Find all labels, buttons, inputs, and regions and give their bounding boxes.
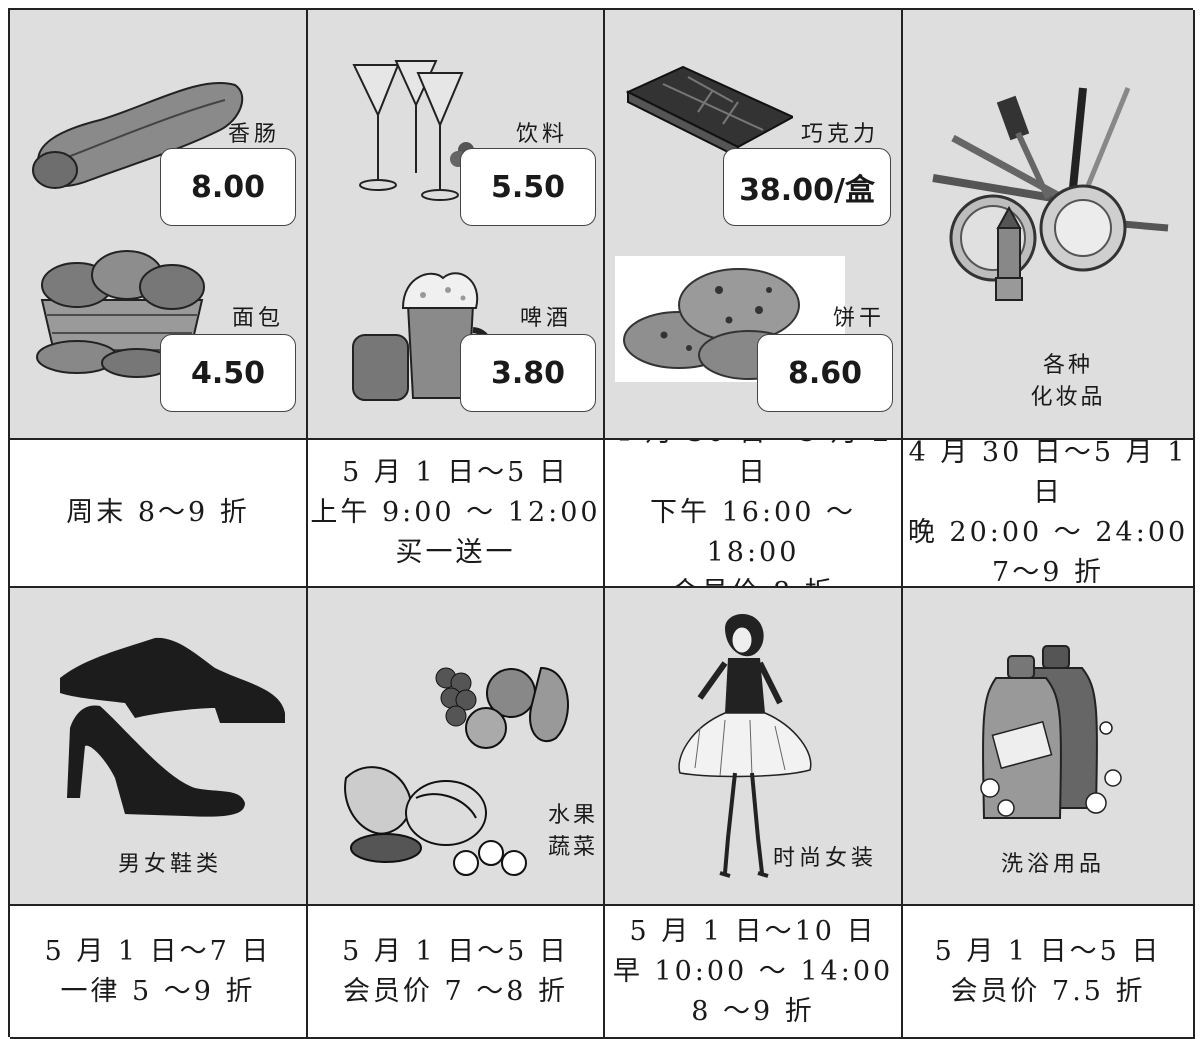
item-label-chocolate: 巧克力 — [801, 122, 880, 147]
promo-line: 5 月 1 日～5 日 — [342, 935, 569, 967]
item-label-beer: 啤酒 — [520, 306, 573, 331]
price-tag-cookie: 8.60 — [757, 334, 893, 412]
fashion-cell: 时尚女装 — [605, 588, 903, 906]
fruit-vegetables-icon — [344, 666, 569, 876]
item-label-cookie: 饼干 — [833, 306, 886, 331]
shoes-icon — [60, 637, 285, 817]
promo-line: 上午 9:00 ～ 12:00 — [310, 497, 601, 528]
promo-cell-cosmetics: 4 月 30 日～5 月 1 日 晚 20:00 ～ 24:00 7～9 折 — [903, 440, 1195, 588]
promo-cell-chocolate-cookie: 4 月 30 日～5 月 2 日 下午 16:00 ～ 18:00 会员价 8 … — [605, 440, 903, 588]
promo-line: 4 月 30 日～5 月 2 日 — [614, 440, 890, 488]
promo-line: 5 月 1 日～5 日 — [934, 935, 1162, 967]
promo-line: 一律 5 ～9 折 — [60, 975, 256, 1007]
promo-line: 会员价 8 折 — [671, 573, 834, 586]
promo-line: 5 月 1 日～10 日 — [629, 915, 877, 947]
promo-line: 买一送一 — [395, 537, 516, 568]
promo-line: 会员价 7.5 折 — [950, 975, 1146, 1007]
fruit-vegetables-label: 水果 蔬菜 — [543, 800, 603, 864]
promo-line: 下午 16:00 ～ 18:00 — [650, 497, 856, 568]
promo-line: 早 10:00 ～ 14:00 — [612, 955, 894, 987]
price-tag-beer: 3.80 — [460, 334, 596, 412]
price-tag-chocolate: 38.00/盒 — [723, 148, 891, 226]
food-cell-chocolate-cookie: 巧克力 38.00/盒 饼干 8.60 — [605, 10, 903, 440]
promo-line: 晚 20:00 ～ 24:00 — [907, 517, 1189, 548]
promo-cell-drinks-beer: 5 月 1 日～5 日 上午 9:00 ～ 12:00 买一送一 — [308, 440, 605, 588]
price-tag-sausage: 8.00 — [160, 148, 296, 226]
shoes-cell: 男女鞋类 — [10, 588, 308, 906]
fruit-label-line1: 水果 — [547, 803, 598, 828]
promo-cell-fruit-vegetables: 5 月 1 日～5 日 会员价 7 ～8 折 — [308, 906, 605, 1039]
promo-line: 会员价 7 ～8 折 — [342, 975, 569, 1007]
food-cell-drinks-beer: 饮料 5.50 啤酒 3.80 — [308, 10, 605, 440]
cosmetics-label: 各种 化妆品 — [1013, 350, 1123, 414]
sausage-icon — [32, 82, 244, 189]
cosmetics-icon — [932, 87, 1169, 301]
bread-icon — [36, 250, 205, 378]
bath-products-cell: 洗浴用品 — [903, 588, 1195, 906]
shoes-label: 男女鞋类 — [118, 852, 223, 877]
item-label-bread: 面包 — [232, 306, 285, 331]
promo-line: 5 月 1 日～5 日 — [342, 457, 569, 488]
cosmetics-cell: 各种 化妆品 — [903, 10, 1195, 440]
price-tag-bread: 4.50 — [160, 334, 296, 412]
bath-products-label: 洗浴用品 — [1001, 852, 1106, 877]
item-label-sausage: 香肠 — [228, 122, 281, 147]
promo-line: 8 ～9 折 — [691, 995, 815, 1027]
cosmetics-label-line2: 化妆品 — [1030, 385, 1106, 410]
shampoo-icon — [980, 645, 1122, 819]
promo-cell-shoes: 5 月 1 日～7 日 一律 5 ～9 折 — [10, 906, 308, 1039]
promo-line: 5 月 1 日～7 日 — [44, 935, 272, 967]
price-tag-drinks: 5.50 — [460, 148, 596, 226]
cosmetics-label-line1: 各种 — [1042, 353, 1093, 378]
fashion-woman-icon — [678, 613, 812, 878]
promo-cell-bath-products: 5 月 1 日～5 日 会员价 7.5 折 — [903, 906, 1195, 1039]
promo-line: 4 月 30 日～5 月 1 日 — [908, 440, 1188, 508]
promo-cell-sausage-bread: 周末 8～9 折 — [10, 440, 308, 588]
drink-glasses-icon — [352, 60, 476, 201]
fashion-label: 时尚女装 — [773, 846, 878, 871]
fruit-label-line2: 蔬菜 — [547, 835, 598, 860]
promo-line: 7～9 折 — [992, 557, 1104, 588]
promotion-grid: 香肠 8.00 面包 4.50 饮料 5.50 — [8, 8, 1195, 1039]
promo-cell-fashion: 5 月 1 日～10 日 早 10:00 ～ 14:00 8 ～9 折 — [605, 906, 903, 1039]
promo-line: 周末 8～9 折 — [66, 497, 250, 528]
food-cell-sausage-bread: 香肠 8.00 面包 4.50 — [10, 10, 308, 440]
item-label-drinks: 饮料 — [516, 122, 569, 147]
chocolate-icon — [625, 65, 793, 152]
fruit-vegetables-cell: 水果 蔬菜 — [308, 588, 605, 906]
